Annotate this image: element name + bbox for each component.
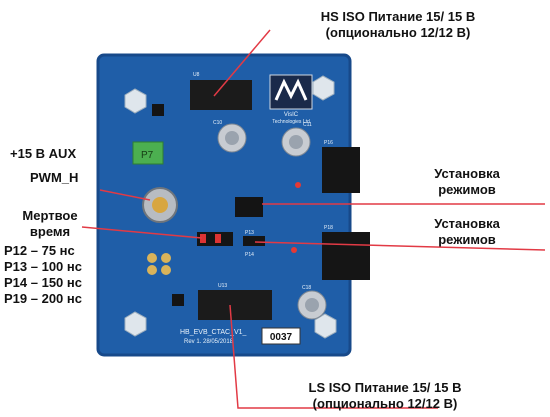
test-pad-1: [147, 253, 157, 263]
hs-supply-label-line2: (опционально 12/12 В): [325, 25, 471, 40]
hs-supply-module: [190, 80, 252, 110]
central-ic: [235, 197, 263, 217]
test-pad-4: [161, 265, 171, 275]
red-led-2: [291, 247, 297, 253]
silk-p14: P14: [245, 252, 254, 258]
callout-line-mode2: [254, 241, 546, 251]
jumper-p14-timing: P14 – 150 нс: [4, 275, 82, 290]
small-ic-1: [152, 104, 164, 116]
silk-p16: P16: [324, 140, 333, 146]
deadtime-label-line1: Мертвое: [22, 208, 78, 223]
terminal-block-p7: [132, 141, 164, 165]
capacitor-c11-top: [289, 135, 303, 149]
header-top-right: [322, 147, 360, 193]
pcb-board: [98, 55, 350, 355]
jumper-p19-timing: P19 – 200 нс: [4, 291, 82, 306]
small-ic-2: [172, 294, 184, 306]
callout-line-hs: [213, 29, 271, 97]
serial-number: 0037: [270, 332, 293, 343]
mode-setting-label-2-line2: режимов: [438, 232, 496, 247]
jumper-p12-timing: P12 – 75 нс: [4, 243, 75, 258]
standoff-top-right: [312, 75, 335, 101]
ls-supply-label: LS ISO Питание 15/ 15 В (опционально 12/…: [270, 380, 500, 412]
jumper-timing-list: P12 – 75 нс P13 – 100 нс P14 – 150 нс P1…: [4, 243, 82, 307]
silk-c18: C18: [302, 285, 311, 291]
jumper-p13-timing: P13 – 100 нс: [4, 259, 82, 274]
brand-line2: Technologies Ltd: [272, 119, 310, 125]
capacitor-c18-top: [305, 298, 319, 312]
callout-line-deadtime: [81, 226, 203, 239]
mode-setting-label-1-line1: Установка: [434, 166, 500, 181]
standoff-bottom-left: [124, 311, 147, 337]
callout-line-ls: [229, 304, 438, 409]
mode-setting-label-2-line1: Установка: [434, 216, 500, 231]
mode-setting-label-1-line2: режимов: [438, 182, 496, 197]
test-pad-2: [161, 253, 171, 263]
board-revision: Rev 1. 28/05/2018: [184, 339, 234, 345]
standoff-bottom-right: [314, 313, 337, 339]
callout-lines: [81, 29, 546, 409]
silk-u13: U13: [218, 283, 227, 289]
logo-mark: [274, 78, 308, 101]
brand-line1: VisIC: [284, 112, 299, 118]
aux-label: +15 В AUX: [10, 146, 77, 161]
ls-supply-label-line1: LS ISO Питание 15/ 15 В: [308, 380, 462, 395]
red-led-1: [295, 182, 301, 188]
silk-u8: U8: [193, 72, 200, 78]
jumper-red-2: [215, 234, 221, 243]
pcb-board-shade: [96, 53, 352, 357]
silk-p18: P18: [324, 225, 333, 231]
deadtime-label-line2: время: [29, 224, 71, 239]
mode-jumper-block: [243, 236, 265, 246]
mode-setting-label-1: Установка режимов: [422, 166, 512, 198]
test-pad-3: [147, 265, 157, 275]
bnc-connector-core: [152, 197, 168, 213]
silk-c10: C10: [213, 120, 222, 126]
capacitor-c10-top: [225, 131, 239, 145]
header-bottom-right: [322, 232, 370, 280]
hs-supply-label-line1: HS ISO Питание 15/ 15 В: [320, 9, 476, 24]
pwm-label: PWM_H: [30, 170, 79, 185]
standoff-top-left: [124, 88, 147, 114]
mode-setting-label-2: Установка режимов: [422, 216, 512, 248]
silk-p13: P13: [245, 230, 254, 236]
callout-line-pwm: [99, 189, 151, 201]
connector-p7-label: P7: [141, 150, 154, 161]
deadtime-label: Мертвое время: [14, 208, 86, 240]
board-name: HB_EVB_CTAC_V1_: [180, 329, 247, 336]
serial-sticker: [261, 327, 301, 345]
silk-c11: C11: [303, 122, 312, 128]
jumper-red-1: [200, 234, 206, 243]
ls-supply-module: [198, 290, 272, 320]
hs-supply-label: HS ISO Питание 15/ 15 В (опционально 12/…: [298, 9, 498, 41]
ls-supply-label-line2: (опционально 12/12 В): [312, 396, 458, 411]
logo-box: [269, 74, 313, 110]
